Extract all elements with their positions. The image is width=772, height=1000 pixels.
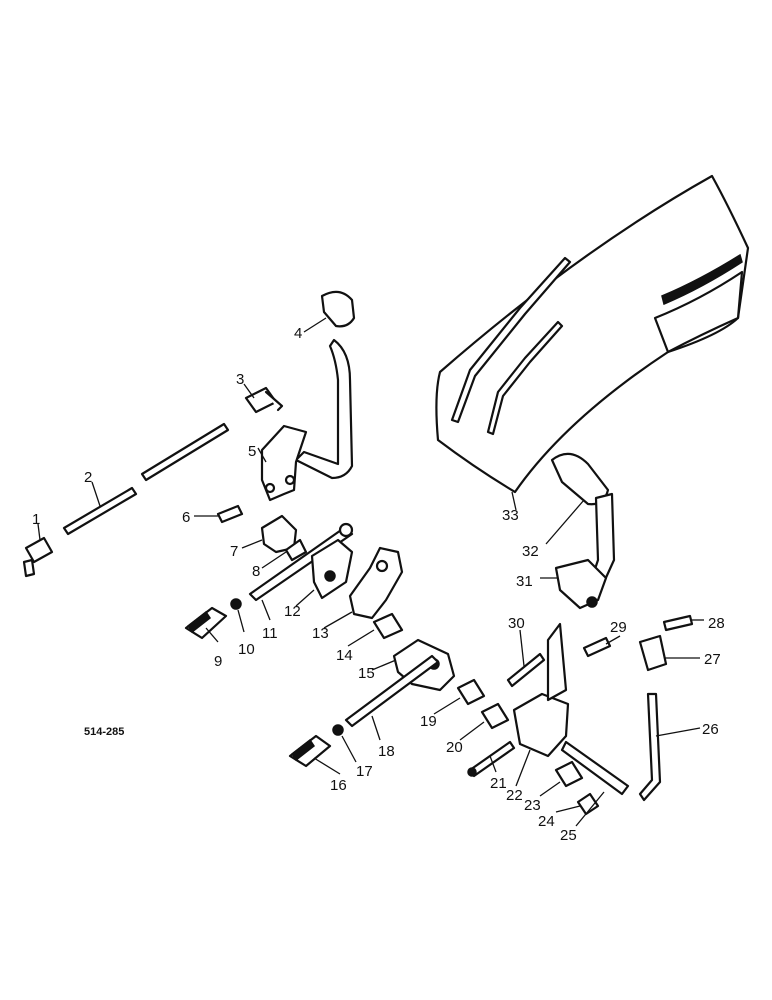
fender-part-33 xyxy=(435,174,750,494)
part-4-knob xyxy=(320,290,356,328)
part-23-bushing xyxy=(554,760,584,788)
callout-5: 5 xyxy=(248,443,256,460)
part-12-bracket xyxy=(310,538,354,600)
callout-19: 19 xyxy=(420,713,437,730)
figure-code: 514-285 xyxy=(84,726,124,738)
callout-23: 23 xyxy=(524,797,541,814)
callout-2: 2 xyxy=(84,469,92,486)
part-29-spring xyxy=(582,636,612,658)
callout-32: 32 xyxy=(522,543,539,560)
callout-6: 6 xyxy=(182,509,190,526)
part-5-lever xyxy=(260,338,354,502)
callout-26: 26 xyxy=(702,721,719,738)
part-32-pedal xyxy=(550,452,616,584)
callout-20: 20 xyxy=(446,739,463,756)
part-22-housing xyxy=(512,622,570,758)
callout-16: 16 xyxy=(330,777,347,794)
part-20-bushing xyxy=(480,702,510,730)
callout-30: 30 xyxy=(508,615,525,632)
part-1-pin xyxy=(22,536,54,578)
callout-29: 29 xyxy=(610,619,627,636)
part-25-link xyxy=(560,740,630,796)
part-7-block xyxy=(260,514,308,562)
part-9-yoke xyxy=(184,606,228,640)
part-30-bolt xyxy=(506,652,546,688)
part-3-clip xyxy=(244,386,284,414)
part-24-nut xyxy=(576,792,600,816)
callout-21: 21 xyxy=(490,775,507,792)
leader-lines xyxy=(37,317,704,827)
callout-labels: 1 2 3 4 5 6 7 8 9 10 11 12 13 14 15 16 1… xyxy=(32,325,725,844)
callout-28: 28 xyxy=(708,615,725,632)
part-28-bolt xyxy=(662,614,694,632)
callout-15: 15 xyxy=(358,665,375,682)
part-21-bolt xyxy=(467,740,516,778)
callout-8: 8 xyxy=(252,563,260,580)
callout-27: 27 xyxy=(704,651,721,668)
callout-33: 33 xyxy=(502,507,519,524)
part-26-rod xyxy=(638,692,662,802)
callout-24: 24 xyxy=(538,813,555,830)
part-6-pin xyxy=(216,504,244,524)
part-31-bracket xyxy=(554,558,608,610)
callout-22: 22 xyxy=(506,787,523,804)
callout-3: 3 xyxy=(236,371,244,388)
callout-9: 9 xyxy=(214,653,222,670)
callout-12: 12 xyxy=(284,603,301,620)
callout-7: 7 xyxy=(230,543,238,560)
callout-10: 10 xyxy=(238,641,255,658)
callout-25: 25 xyxy=(560,827,577,844)
part-27-clevis xyxy=(638,634,668,672)
callout-4: 4 xyxy=(294,325,302,342)
part-13-arm xyxy=(348,546,404,620)
part-19-bushing xyxy=(456,678,486,706)
part-17-nut xyxy=(332,724,344,736)
callout-18: 18 xyxy=(378,743,395,760)
part-16-yoke xyxy=(288,734,332,768)
callout-17: 17 xyxy=(356,763,373,780)
callout-11: 11 xyxy=(262,625,278,642)
part-14-bushing xyxy=(372,612,404,640)
part-2-rod xyxy=(62,422,230,536)
callout-13: 13 xyxy=(312,625,329,642)
callout-14: 14 xyxy=(336,647,353,664)
callout-31: 31 xyxy=(516,573,533,590)
callout-1: 1 xyxy=(32,511,40,528)
part-18-rod xyxy=(344,654,440,728)
part-10-nut xyxy=(230,598,242,610)
